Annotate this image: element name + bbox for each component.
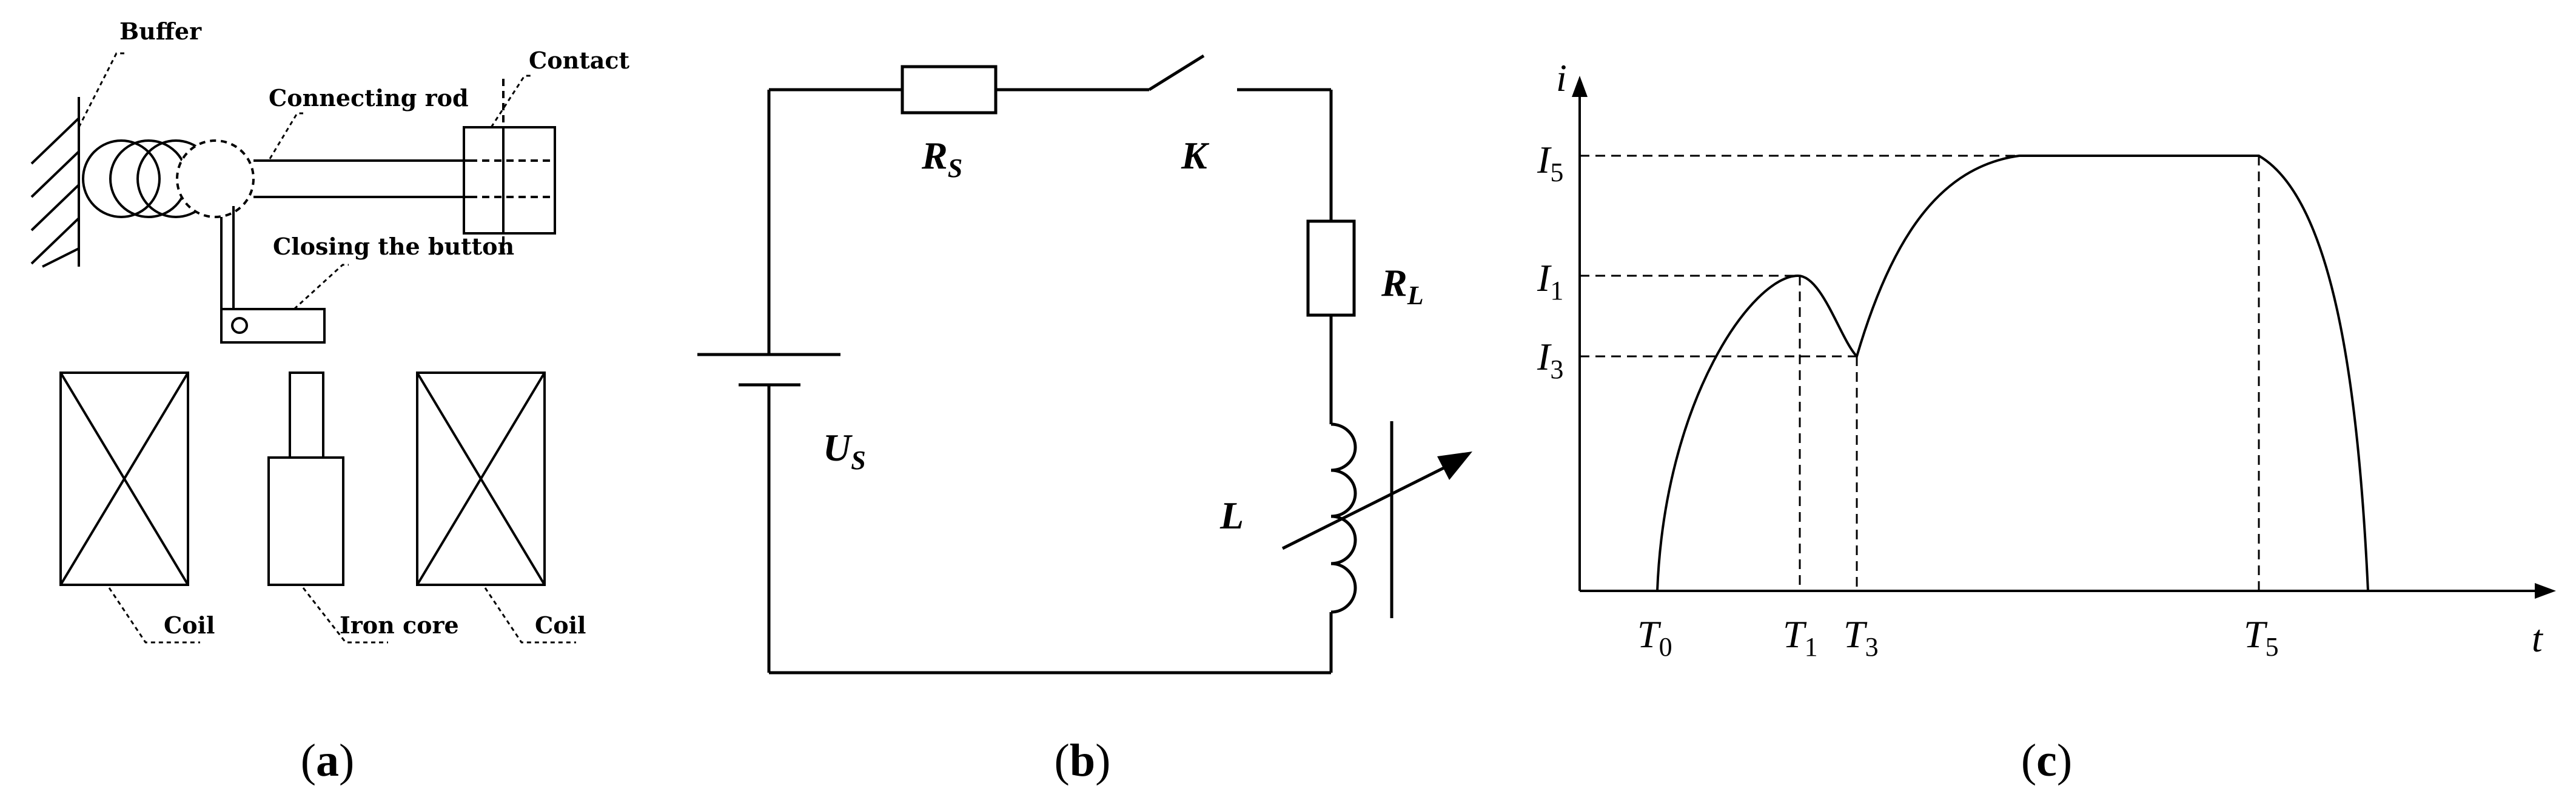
wall-hatching [30, 117, 80, 268]
axis-t-label: t [2532, 617, 2544, 660]
rl-label: RL [1381, 261, 1424, 310]
iron-core-label: Iron core [340, 611, 459, 639]
switch-k [1148, 54, 1205, 92]
panel-c-current-waveform [1578, 91, 2541, 592]
current-curve [1656, 155, 2369, 591]
connecting-rod-label: Connecting rod [269, 84, 469, 112]
contact-label: Contact [529, 47, 630, 74]
x-mark-t1: T1 [1783, 613, 1818, 662]
caption-b: (b) [1055, 735, 1111, 786]
us-label: US [823, 426, 866, 475]
variable-arrow-shaft [1281, 462, 1454, 550]
l-label: L [1219, 494, 1244, 537]
closing-button-label: Closing the button [273, 233, 514, 260]
coil-right-label: Coil [535, 611, 586, 639]
battery-us [697, 353, 840, 387]
rs-label: RS [921, 134, 962, 183]
caption-a: (a) [301, 735, 355, 786]
variable-arrow-head [1437, 451, 1472, 480]
closing-button [220, 206, 326, 344]
caption-c: (c) [2021, 735, 2072, 786]
panel-b-circuit-diagram [697, 54, 1454, 675]
axis-i-label: i [1556, 56, 1567, 99]
panel-c-labels: i t I5 I1 I3 T0 T1 T3 T5 [1537, 56, 2544, 662]
coil-left [59, 372, 189, 586]
leader-lines [78, 52, 576, 644]
inductor-l [1330, 422, 1357, 614]
resistor-rl [1306, 219, 1356, 317]
k-label: K [1181, 134, 1210, 177]
x-mark-t5: T5 [2244, 613, 2279, 662]
y-mark-i1: I1 [1537, 256, 1563, 305]
rod-pivot [176, 139, 255, 218]
coil-right [416, 372, 546, 586]
panel-b-labels: RS K RL US L [823, 134, 1424, 537]
coil-left-label: Coil [164, 611, 215, 639]
y-mark-i3: I3 [1537, 335, 1563, 384]
circuit-wires [767, 88, 1333, 675]
x-mark-t0: T0 [1637, 613, 1672, 662]
guide-lines [1580, 155, 2260, 591]
iron-core [267, 372, 344, 586]
connecting-rod [253, 159, 470, 198]
panel-a-mechanism-diagram [30, 52, 576, 644]
y-mark-i5: I5 [1537, 138, 1563, 187]
resistor-rs [901, 65, 998, 115]
x-axis-arrowhead [2535, 583, 2556, 599]
x-mark-t3: T3 [1843, 613, 1879, 662]
panel-a-labels: Buffer Contact Connecting rod Closing th… [119, 18, 630, 639]
y-axis-arrowhead [1572, 76, 1588, 97]
buffer-label: Buffer [119, 18, 202, 45]
contact [463, 79, 556, 255]
